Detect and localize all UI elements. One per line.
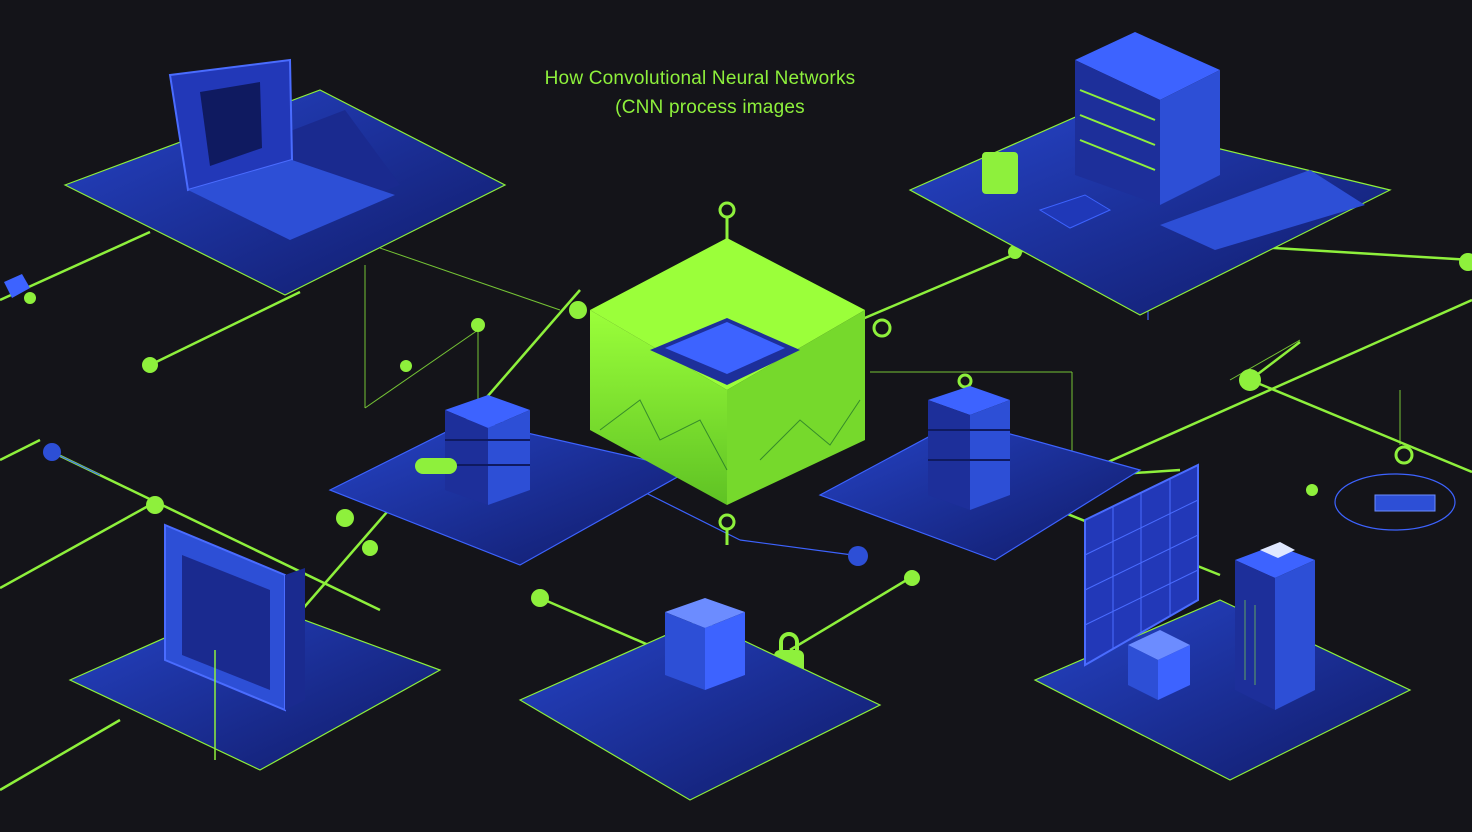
- connector-line: [0, 438, 41, 462]
- usb-device-icon: [4, 274, 30, 298]
- connector-dot: [848, 546, 868, 566]
- thin-connector: [1229, 339, 1301, 381]
- green-module: [982, 152, 1018, 194]
- connector-dot: [904, 570, 920, 586]
- connector-line: [149, 290, 301, 367]
- card-reader-icon: [1374, 494, 1436, 512]
- image-grid-icon: [1084, 479, 1199, 648]
- diagram-title-line-1: How Convolutional Neural Networks: [544, 68, 856, 89]
- server-keyboard: [1160, 170, 1365, 250]
- diagram-title-line-2: (CNN process images: [615, 97, 805, 118]
- tower-server-node: [1235, 542, 1315, 710]
- thin-connector: [739, 539, 861, 557]
- connector-dot: [146, 496, 164, 514]
- connector-line: [539, 596, 661, 652]
- thin-connector: [364, 329, 479, 409]
- lock-icon: [718, 201, 736, 219]
- connector-dot: [569, 301, 587, 319]
- laptop-display: [200, 82, 262, 166]
- connector-line: [0, 718, 121, 792]
- monitor-node: [68, 523, 442, 771]
- connector-dot: [43, 443, 61, 461]
- laptop-keyboard: [188, 160, 395, 240]
- laptop-node: [63, 58, 507, 296]
- connector-line: [789, 576, 911, 652]
- orbit-ring: [1334, 473, 1456, 531]
- layer-stack-left: [328, 395, 692, 566]
- server-slots: [1079, 89, 1156, 171]
- layer-stack-right: [818, 386, 1142, 561]
- connector-dot: [1306, 484, 1318, 496]
- lock-icon: [718, 513, 736, 531]
- blue-connector-nodes: [43, 443, 868, 566]
- lock-icons: [718, 201, 1414, 545]
- connector-line: [1089, 298, 1472, 472]
- server-rack-node: [908, 32, 1392, 316]
- connector-dot: [142, 357, 158, 373]
- thin-connector: [379, 247, 561, 311]
- monitor-display: [182, 555, 270, 690]
- connector-line: [0, 503, 151, 590]
- image-grid-node: [1033, 463, 1412, 781]
- lock-icon: [957, 373, 973, 389]
- connector-line: [1249, 378, 1472, 474]
- connector-dot: [362, 540, 378, 556]
- cnn-core-cube: [590, 238, 865, 505]
- connector-dot: [1239, 369, 1261, 391]
- connector-dot: [471, 318, 485, 332]
- storage-box-node: [518, 598, 882, 801]
- connector-dot: [24, 292, 36, 304]
- connector-dot: [336, 509, 354, 527]
- connector-dot: [400, 360, 412, 372]
- lock-icon: [1394, 445, 1414, 465]
- lock-icon: [872, 318, 892, 338]
- connector-dot: [1459, 253, 1472, 271]
- connector-dot: [531, 589, 549, 607]
